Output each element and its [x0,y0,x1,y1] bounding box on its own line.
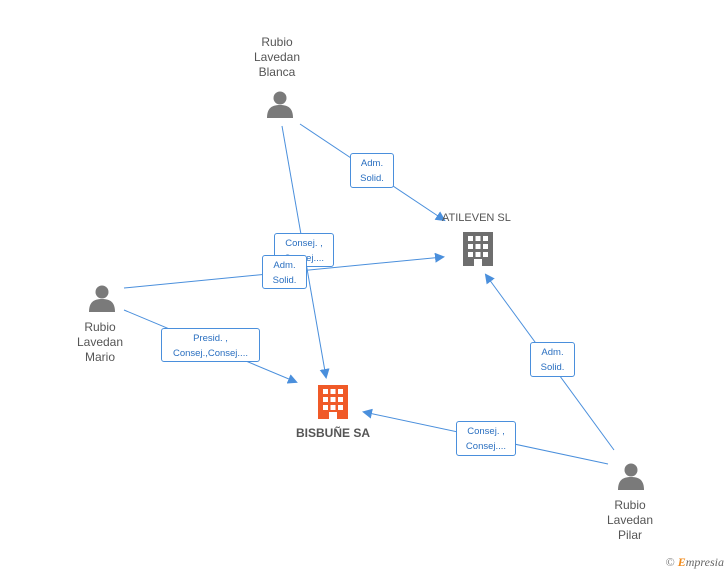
brand-initial: E [677,555,686,569]
person-icon[interactable] [267,91,293,119]
person-icon[interactable] [618,463,644,491]
company-label-atileven[interactable]: ATILEVEN SL [442,212,511,224]
edge-label-blanca-atileven[interactable]: Adm. Solid. [350,153,394,188]
person-label-blanca[interactable]: Rubio Lavedan Blanca [253,35,301,79]
empresia-watermark: © Empresia [666,555,724,570]
person-icon[interactable] [89,285,115,313]
copyright-symbol: © [665,555,675,569]
building-icon[interactable] [463,232,493,266]
person-label-pilar[interactable]: Rubio Lavedan Pilar [606,498,654,542]
person-label-mario[interactable]: Rubio Lavedan Mario [76,320,124,364]
edge-label-pilar-atileven[interactable]: Adm. Solid. [530,342,575,377]
edge-label-mario-atileven[interactable]: Adm. Solid. [262,255,307,289]
building-icon-main[interactable] [318,385,348,419]
company-label-bisbune[interactable]: BISBUÑE SA [296,426,371,440]
edge-label-pilar-bisbune[interactable]: Consej. , Consej.... [456,421,516,456]
brand-name: mpresia [685,555,724,569]
edge-label-mario-bisbune[interactable]: Presid. , Consej.,Consej.... [161,328,260,362]
